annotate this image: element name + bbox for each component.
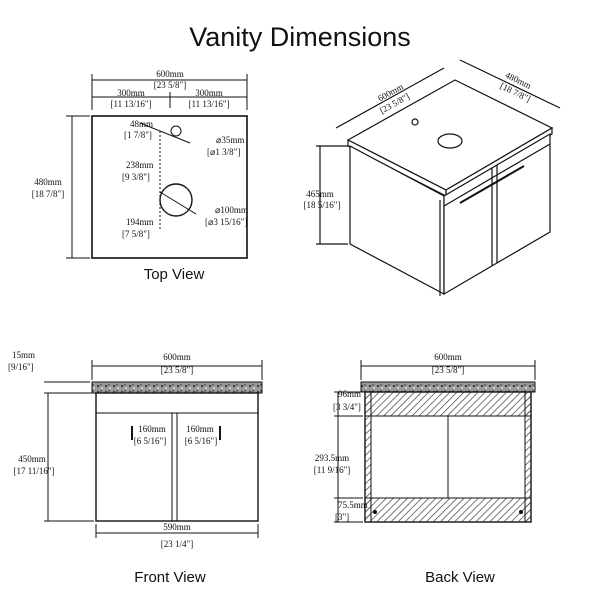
back-view-labels: 600mm [23 5/8"] 96mm [3 3/4"] 293.5mm [1…	[314, 352, 495, 586]
top-depth-label: 480mm	[34, 177, 62, 187]
back-width-in-label: [23 5/8"]	[432, 365, 464, 375]
top-view-caption: Top View	[144, 266, 205, 283]
handle-left-label: 160mm	[138, 424, 166, 434]
hole-offset-in-label: [1 7/8"]	[124, 130, 152, 140]
hole-offset-label: 48mm	[130, 119, 153, 129]
front-width-label: 600mm	[163, 352, 191, 362]
iso-height-in-label: [18 5/16"]	[304, 200, 341, 210]
top-thick-label: 15mm	[12, 350, 35, 360]
opening-in-label: [11 9/16"]	[314, 465, 351, 475]
drain-hole	[159, 183, 193, 217]
back-view	[334, 360, 536, 523]
top-view-outline	[91, 115, 248, 259]
top-rail-label: 96mm	[338, 389, 361, 399]
drain-dia-label: ⌀100mm	[215, 205, 248, 215]
front-width-in-label: [23 5/8"]	[161, 365, 193, 375]
back-width-label: 600mm	[434, 352, 462, 362]
top-width-in-label: [23 5/8"]	[154, 80, 186, 90]
front-view-labels: 600mm [23 5/8"] 15mm [9/16"] 160mm [6 5/…	[8, 350, 217, 586]
page-title: Vanity Dimensions	[189, 22, 411, 52]
body-width-in-label: [23 1/4"]	[161, 539, 193, 549]
rear-offset-label: 194mm	[126, 217, 154, 227]
back-top-rail	[364, 391, 532, 417]
top-half-right-label: 300mm	[195, 88, 223, 98]
top-half-left-label: 300mm	[117, 88, 145, 98]
iso-drain-hole	[437, 133, 463, 149]
hole-dia-in-label: [⌀1 3/8"]	[207, 147, 240, 157]
drain-offset-label: 238mm	[126, 160, 154, 170]
iso-faucet-hole	[411, 118, 419, 126]
top-view	[66, 74, 248, 259]
front-height-label: 450mm	[18, 454, 46, 464]
back-bottom-rail	[364, 497, 532, 523]
top-width-label: 600mm	[156, 69, 184, 79]
bottom-rail-label: 75.5mm	[338, 500, 368, 510]
faucet-hole	[170, 125, 182, 137]
back-view-caption: Back View	[425, 569, 495, 586]
handle-right-label: 160mm	[186, 424, 214, 434]
top-depth-in-label: [18 7/8"]	[32, 189, 64, 199]
iso-view	[316, 59, 561, 296]
top-half-left-in-label: [11 13/16"]	[110, 99, 151, 109]
top-view-labels: 600mm [23 5/8"] 300mm [11 13/16"] 300mm …	[32, 69, 248, 283]
opening-label: 293.5mm	[315, 453, 349, 463]
front-view-caption: Front View	[134, 569, 206, 586]
top-thick-in-label: [9/16"]	[8, 362, 34, 372]
top-rail-in-label: [3 3/4"]	[333, 402, 361, 412]
front-view	[44, 360, 263, 538]
top-half-right-in-label: [11 13/16"]	[188, 99, 229, 109]
drain-dia-in-label: [⌀3 15/16"]	[205, 217, 247, 227]
front-countertop	[91, 381, 263, 394]
handle-right-in-label: [6 5/16"]	[185, 436, 217, 446]
drain-offset-in-label: [9 3/8"]	[122, 172, 150, 182]
hole-dia-label: ⌀35mm	[216, 135, 244, 145]
front-height-in-label: [17 11/16"]	[13, 466, 54, 476]
iso-height-label: 465mm	[306, 189, 334, 199]
back-countertop	[360, 381, 536, 393]
bottom-rail-in-label: [3"]	[335, 512, 349, 522]
body-width-label: 590mm	[163, 522, 191, 532]
handle-left-in-label: [6 5/16"]	[134, 436, 166, 446]
rear-offset-in-label: [7 5/8"]	[122, 229, 150, 239]
